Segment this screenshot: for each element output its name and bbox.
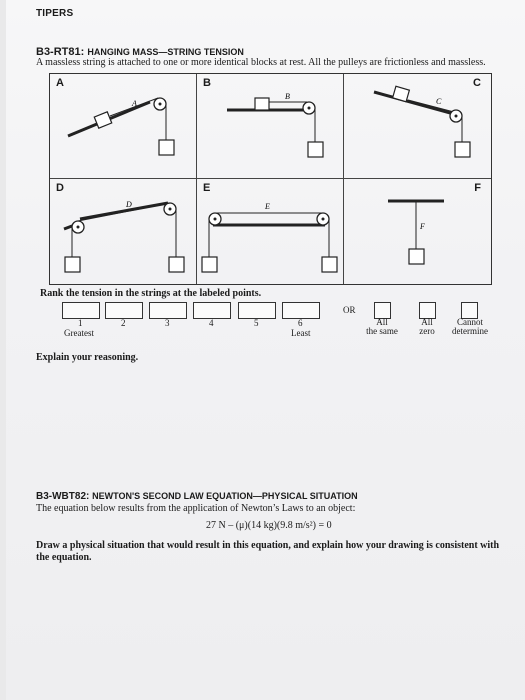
panel-b: B B <box>197 74 344 179</box>
problem1-title-text: Hanging Mass—String Tension <box>87 47 244 57</box>
rank-slot-1[interactable] <box>62 302 100 319</box>
rank-slot-6[interactable] <box>282 302 320 319</box>
point-label: F <box>419 222 425 231</box>
rank-slot-2[interactable] <box>105 302 143 319</box>
panel-label: F <box>474 182 481 194</box>
rank-number: 6 <box>298 318 303 328</box>
rank-number: 4 <box>209 318 214 328</box>
rank-slot-3[interactable] <box>149 302 187 319</box>
panel-e-diagram: E <box>201 202 338 273</box>
cannot-determine-checkbox[interactable] <box>461 302 478 319</box>
least-label: Least <box>291 328 311 338</box>
problem2-intro: The equation below results from the appl… <box>36 503 356 514</box>
or-label: OR <box>343 305 356 315</box>
panel-a-diagram: A <box>67 97 175 156</box>
problem2-title: B3-WBT82: Newton's Second Law Equation—P… <box>36 491 358 502</box>
greatest-label: Greatest <box>64 328 94 338</box>
header-label: TIPERS <box>36 8 74 19</box>
panel-d: D D <box>50 179 197 284</box>
panel-f-diagram: F <box>388 199 444 265</box>
rank-slot-5[interactable] <box>238 302 276 319</box>
panel-label: A <box>56 77 64 89</box>
rank-number: 1 <box>78 318 83 328</box>
point-label: D <box>125 200 132 209</box>
option-line: Cannot <box>457 317 483 327</box>
point-label: C <box>436 97 442 106</box>
point-label: B <box>285 92 290 101</box>
panel-a: A A <box>50 74 197 179</box>
rank-number: 5 <box>254 318 259 328</box>
point-label: A <box>131 99 137 108</box>
all-same-checkbox[interactable] <box>374 302 391 319</box>
problem1-title: B3-RT81: Hanging Mass—String Tension <box>36 46 244 58</box>
option-line: the same <box>366 326 398 336</box>
diagram-grid: A A B B <box>49 73 492 285</box>
equation: 27 N – (μ)(14 kg)(9.8 m/s²) = 0 <box>206 520 332 531</box>
problem1-code: B3-RT81: <box>36 46 85 58</box>
all-same-label: All the same <box>360 318 404 336</box>
panel-label: B <box>203 77 211 89</box>
option-line: determine <box>452 326 488 336</box>
rank-number: 2 <box>121 318 126 328</box>
panel-d-diagram: D <box>63 200 185 273</box>
problem1-intro: A massless string is attached to one or … <box>36 57 486 68</box>
problem2-prompt: Draw a physical situation that would res… <box>36 540 500 563</box>
panel-label: E <box>203 182 211 194</box>
explain-reasoning-prompt: Explain your reasoning. <box>36 352 139 363</box>
problem2-title-text: Newton's Second Law Equation—Physical Si… <box>92 491 358 501</box>
rank-number: 3 <box>165 318 170 328</box>
option-line: zero <box>419 326 435 336</box>
problem2-code: B3-WBT82: <box>36 491 90 502</box>
option-line: All <box>376 317 388 327</box>
option-line: All <box>421 317 433 327</box>
point-label: E <box>264 202 270 211</box>
ranking-row: 1 2 3 4 5 6 Greatest Least OR All the sa… <box>46 302 488 342</box>
cannot-determine-label: Cannot determine <box>446 318 494 336</box>
panel-f: F F <box>344 179 491 284</box>
all-zero-label: All zero <box>410 318 444 336</box>
panel-label: C <box>473 77 481 89</box>
rank-prompt: Rank the tension in the strings at the l… <box>40 288 262 299</box>
worksheet-page: TIPERS B3-RT81: Hanging Mass—String Tens… <box>6 0 525 700</box>
panel-label: D <box>56 182 64 194</box>
all-zero-checkbox[interactable] <box>419 302 436 319</box>
rank-slot-4[interactable] <box>193 302 231 319</box>
panel-b-diagram: B <box>227 92 324 158</box>
panel-c: C C <box>344 74 491 179</box>
panel-c-diagram: C <box>373 85 471 158</box>
panel-e: E E <box>197 179 344 284</box>
